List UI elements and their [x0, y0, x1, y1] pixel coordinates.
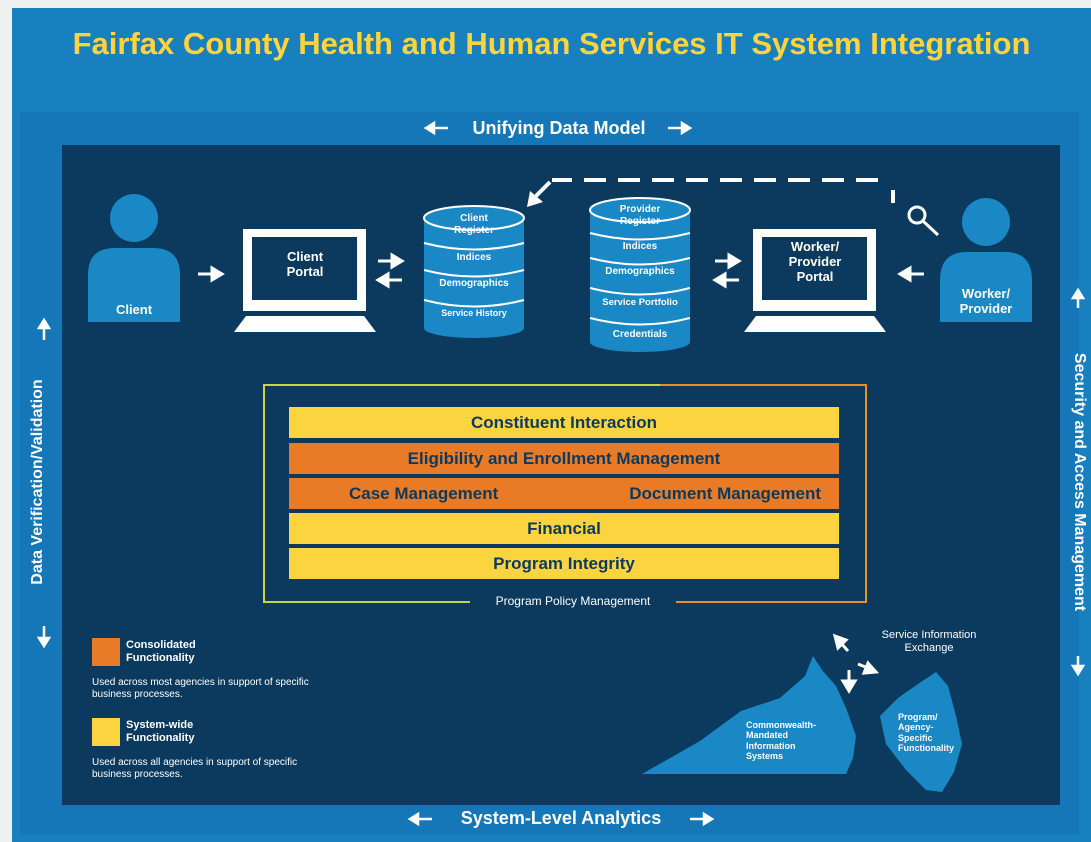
data-verification-label: Data Verification/Validation [29, 379, 46, 585]
security-access-label: Security and Access Management [1071, 352, 1088, 612]
client-register-row: Demographics [439, 278, 509, 289]
worker-monitor-icon [744, 229, 886, 332]
feedback-line [534, 178, 895, 203]
client-register-row: Service History [441, 308, 507, 318]
client-register-icon [423, 205, 525, 338]
financial-bar: Financial [289, 513, 839, 544]
legend-systemwide-title: System-wide Functionality [126, 719, 195, 744]
virginia-shape [642, 656, 856, 774]
legend-swatch-yellow [92, 718, 120, 746]
eligibility-enrollment-bar: Eligibility and Enrollment Management [289, 443, 839, 474]
client-register-title: Client Register [453, 213, 494, 236]
case-management-label: Case Management [349, 484, 499, 503]
search-icon [907, 205, 940, 237]
document-management-label: Document Management [629, 484, 821, 503]
client-label: Client [115, 302, 153, 317]
program-policy-label: Program Policy Management [495, 594, 651, 608]
client-portal-label: Client Portal [286, 249, 324, 279]
provider-register-row: Service Portfolio [602, 297, 678, 308]
legend-consolidated-title: Consolidated Functionality [126, 639, 196, 664]
exchange-arrows [832, 633, 880, 694]
provider-register-title: Provider Register [619, 204, 661, 227]
inner-panel [62, 145, 1060, 805]
agency-label: Program/ Agency-Specific Functionality [898, 712, 954, 754]
constituent-interaction-bar: Constituent Interaction [289, 407, 839, 438]
provider-register-row: Demographics [605, 266, 675, 277]
case-document-bar: Case Management Document Management [289, 478, 839, 509]
provider-register-icon [589, 197, 691, 352]
service-info-exchange-label: Service Information Exchange [881, 629, 977, 654]
legend-systemwide-desc: Used across all agencies in support of s… [92, 757, 298, 780]
unifying-data-model-label: Unifying Data Model [472, 118, 646, 138]
fairfax-shape [880, 672, 962, 792]
provider-register-row: Indices [622, 241, 658, 252]
worker-label: Worker/ Provider [959, 286, 1013, 316]
page-title: Fairfax County Health and Human Services… [72, 26, 1031, 61]
policy-frame [263, 384, 867, 603]
client-icon [88, 194, 180, 322]
system-level-analytics-label: System-Level Analytics [460, 808, 662, 828]
commonwealth-label: Commonwealth-Mandated Information System… [746, 720, 817, 762]
legend-swatch-orange [92, 638, 120, 666]
legend-consolidated-desc: Used across most agencies in support of … [92, 677, 309, 700]
program-integrity-bar: Program Integrity [289, 548, 839, 579]
worker-portal-label: Worker/ Provider Portal [788, 239, 842, 284]
client-monitor-icon [234, 229, 376, 332]
worker-icon [940, 198, 1032, 322]
provider-register-row: Credentials [612, 329, 668, 340]
client-register-row: Indices [456, 252, 492, 263]
